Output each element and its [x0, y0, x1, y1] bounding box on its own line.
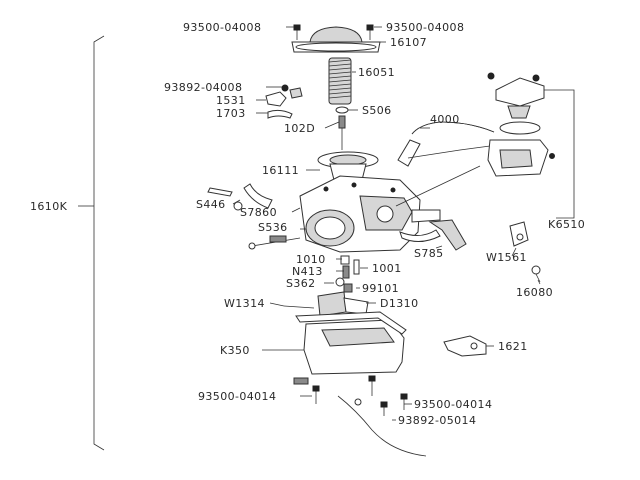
- callout-16051: 16051: [358, 66, 395, 79]
- float-pin: [283, 305, 315, 309]
- float-bowl: [295, 311, 407, 375]
- bowl-screw-right: [368, 375, 408, 416]
- callout-93500-04014-left: 93500-04014: [198, 390, 276, 403]
- air-screw: [248, 235, 301, 250]
- callout-16080: 16080: [516, 286, 553, 299]
- callout-16111: 16111: [262, 164, 299, 177]
- choke-clip: [509, 221, 529, 247]
- top-screw-left: [293, 24, 301, 40]
- callout-99101: 99101: [362, 282, 399, 295]
- callout-93500-04014-right: 93500-04014: [414, 398, 492, 411]
- callout-N413: N413: [292, 265, 323, 278]
- callout-102D: 102D: [284, 122, 315, 135]
- callout-1531: 1531: [216, 94, 246, 107]
- float: [317, 291, 369, 317]
- leader-lines: [232, 26, 575, 421]
- carburetor-body: [299, 175, 441, 253]
- callout-W1314: W1314: [224, 297, 265, 310]
- choke-screw: [531, 265, 541, 283]
- mounting-bracket: [443, 335, 487, 357]
- callout-K6510: K6510: [548, 218, 585, 231]
- callout-93500-04008-left: 93500-04008: [183, 21, 261, 34]
- jet-stack: [335, 255, 360, 293]
- callout-1621: 1621: [498, 340, 528, 353]
- idle-screw-set: [207, 183, 273, 211]
- assembly-bracket: [78, 35, 105, 451]
- auto-choke-assembly: [395, 72, 555, 207]
- callout-1703: 1703: [216, 107, 246, 120]
- callout-1610K: 1610K: [30, 200, 68, 213]
- callout-S446: S446: [196, 198, 226, 211]
- callout-S785: S785: [414, 247, 444, 260]
- throttle-cable-bracket: [265, 84, 303, 119]
- callout-16107: 16107: [390, 36, 427, 49]
- callout-S536: S536: [258, 221, 288, 234]
- callout-W1561: W1561: [486, 251, 527, 264]
- slide-spring: [328, 57, 352, 105]
- callout-S362: S362: [286, 277, 316, 290]
- bowl-screw-left: [293, 377, 320, 404]
- callout-D1310: D1310: [380, 297, 418, 310]
- vacuum-diaphragm: [317, 151, 379, 181]
- callout-4000: 4000: [430, 113, 460, 126]
- callout-1001: 1001: [372, 262, 402, 275]
- callout-93500-04008-right: 93500-04008: [386, 21, 464, 34]
- callout-1010: 1010: [296, 253, 326, 266]
- callout-K350: K350: [220, 344, 250, 357]
- callout-93892-05014: 93892-05014: [398, 414, 476, 427]
- callout-S7860: S7860: [240, 206, 277, 219]
- callout-S506: S506: [362, 104, 392, 117]
- callout-93892-04008: 93892-04008: [164, 81, 242, 94]
- drain-hose-fitting: [399, 219, 467, 251]
- jet-needle-set: [335, 106, 349, 150]
- drain-tube: [337, 395, 427, 457]
- vent-hose: [397, 121, 495, 167]
- top-screw-right: [366, 24, 374, 40]
- diaphragm-cover: [291, 26, 381, 53]
